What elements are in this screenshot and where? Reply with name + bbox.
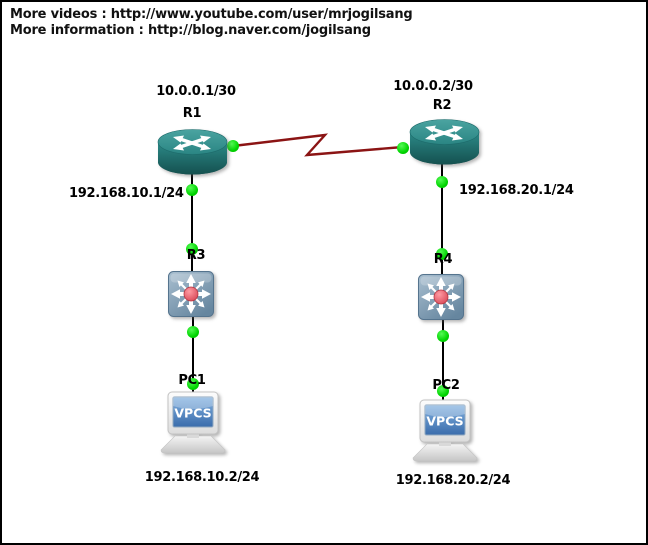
link-status-dot-r4-down [437,330,449,342]
link-status-dot-r1-lan [186,184,198,196]
label-r4-name[interactable]: R4 [433,252,453,267]
link-status-dot-pc1 [187,378,199,390]
label-r2-name[interactable]: R2 [432,98,452,113]
link-status-dot-r4-up [436,248,448,260]
link-status-dot-r1-serial [227,140,239,152]
pc-pc2[interactable]: VPCS [411,399,479,463]
switch-icon[interactable] [417,273,465,321]
canvas-note: More videos : http://www.youtube.com/use… [10,7,413,39]
pc-screen-text: VPCS [426,414,463,429]
note-line-1: More videos : http://www.youtube.com/use… [10,7,413,22]
switch-r3[interactable] [167,270,215,318]
label-pc1-name[interactable]: PC1 [178,373,206,388]
link-status-dot-r2-serial [397,142,409,154]
link-r2-r4[interactable] [441,152,443,275]
label-r1-name[interactable]: R1 [182,106,202,121]
pc-icon[interactable]: VPCS [159,391,227,455]
router-icon[interactable] [408,118,480,166]
label-r3-name[interactable]: R3 [186,248,206,263]
note-line-2: More information : http://blog.naver.com… [10,23,371,38]
label-r1-lan-ip: 192.168.10.1/24 [69,186,184,201]
label-pc2-ip: 192.168.20.2/24 [395,473,511,488]
router-r1[interactable] [156,128,228,176]
router-icon[interactable] [156,128,228,176]
label-r2-wan-ip: 10.0.0.2/30 [393,79,473,94]
label-pc2-name[interactable]: PC2 [432,378,460,393]
pc-pc1[interactable]: VPCS [159,391,227,455]
link-status-dot-r3-up [186,243,198,255]
link-r4-pc2[interactable] [442,317,444,404]
router-r2[interactable] [408,118,480,166]
link-status-dot-pc2 [437,385,449,397]
link-status-dot-r2-lan [436,176,448,188]
label-r1-wan-ip: 10.0.0.1/30 [156,84,236,99]
pc-icon[interactable]: VPCS [411,399,479,463]
label-r2-lan-ip: 192.168.20.1/24 [459,183,574,198]
link-r1-r3[interactable] [191,160,193,274]
pc-screen-text: VPCS [174,406,211,421]
label-pc1-ip: 192.168.10.2/24 [144,470,260,485]
router-arrows [425,125,463,141]
switch-r4[interactable] [417,273,465,321]
link-status-dot-r3-down [187,326,199,338]
router-arrows [173,135,211,151]
link-r3-pc1[interactable] [192,316,194,398]
switch-icon[interactable] [167,270,215,318]
